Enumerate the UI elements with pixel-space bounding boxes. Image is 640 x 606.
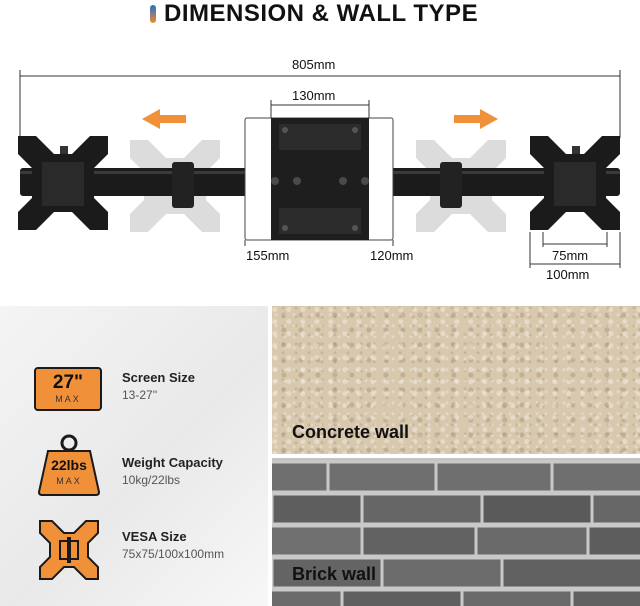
brick-wall-label: Brick wall [292,564,377,584]
title-accent-bar [150,5,156,23]
arm-clamp-left [172,162,194,208]
weight-badge-sub: MAX [56,476,82,486]
wall-plate [244,117,394,241]
plate-height-right-label: 120mm [370,248,414,263]
screen-size-label: Screen Size [122,370,195,385]
vesa-plate-right-icon [530,136,620,230]
plate-height-left-label: 155mm [246,248,290,263]
vesa-icon [39,520,99,580]
vesa-large-label: 100mm [546,267,590,282]
specs-panel: 27" MAX Screen Size 13-27'' 22lbs MAX We… [0,306,268,606]
screen-size-value: 13-27'' [122,388,158,402]
vesa-small-label: 75mm [552,248,589,263]
weight-icon [37,434,101,496]
screen-size-badge-sub: MAX [55,394,81,404]
specs-and-walls-section: 27" MAX Screen Size 13-27'' 22lbs MAX We… [0,306,640,606]
screen-size-badge-value: 27" [52,372,84,393]
brick-wall-image: Brick wall [272,458,640,606]
weight-capacity-label: Weight Capacity [122,455,223,470]
weight-badge-value: 22lbs [51,457,87,473]
screen-size-badge: 27" MAX [34,367,102,411]
plate-width-label: 130mm [292,88,336,103]
mount-diagram [18,70,621,268]
vesa-size-label: VESA Size [122,529,187,544]
vesa-size-value: 75x75/100x100mm [122,547,225,561]
total-width-label: 805mm [292,57,336,72]
concrete-wall-label: Concrete wall [292,422,410,442]
vesa-plate-left-icon [18,136,108,230]
weight-capacity-value: 10kg/22lbs [122,473,181,487]
concrete-wall-image: Concrete wall [272,306,640,454]
arm-clamp-right [440,162,462,208]
arrow-right-icon [454,109,498,129]
arrow-left-icon [142,109,186,129]
page-title: DIMENSION & WALL TYPE [164,0,479,27]
dimension-section: DIMENSION & WALL TYPE [0,0,640,300]
brick-pattern [272,458,640,606]
